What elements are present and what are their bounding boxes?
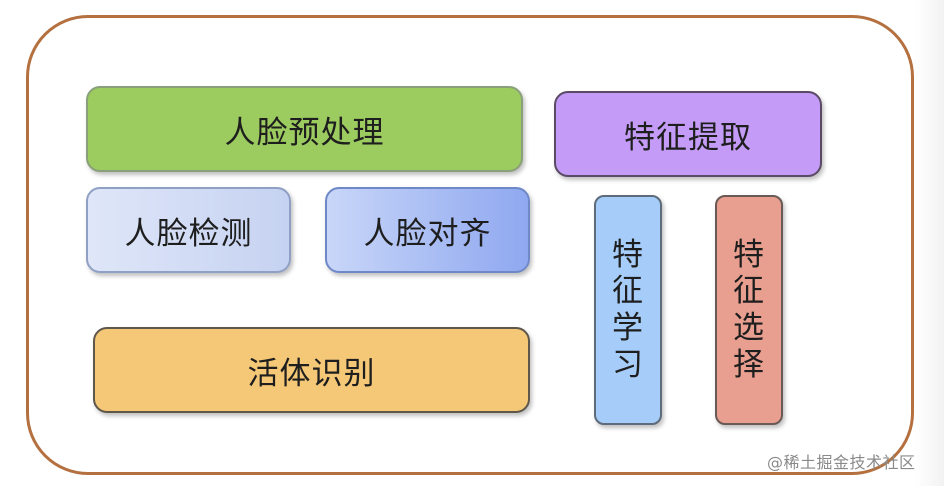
feature-extraction-box: 特征提取 xyxy=(554,91,822,177)
feature-learning-box: 特 征 学 习 xyxy=(594,195,662,425)
face-alignment-label: 人脸对齐 xyxy=(363,215,492,252)
feature-learning-char: 学 xyxy=(612,310,644,346)
feature-selection-char: 特 xyxy=(733,236,765,273)
face-preprocessing-label: 人脸预处理 xyxy=(224,114,385,151)
liveness-detection-label: 活体识别 xyxy=(247,355,376,392)
page-edge-shade xyxy=(915,0,944,486)
face-detection-label: 人脸检测 xyxy=(124,215,253,252)
face-preprocessing-box: 人脸预处理 xyxy=(86,86,523,172)
feature-learning-char: 征 xyxy=(612,273,644,310)
feature-learning-char: 习 xyxy=(612,346,644,383)
feature-selection-char: 选 xyxy=(733,310,765,346)
feature-selection-box: 特 征 选 择 xyxy=(715,195,783,425)
feature-learning-char: 特 xyxy=(612,236,644,273)
face-detection-box: 人脸检测 xyxy=(86,187,291,273)
watermark: @稀土掘金技术社区 xyxy=(767,453,916,472)
feature-extraction-label: 特征提取 xyxy=(624,119,752,156)
feature-selection-char: 择 xyxy=(733,346,765,383)
feature-selection-char: 征 xyxy=(733,273,765,310)
face-alignment-box: 人脸对齐 xyxy=(325,187,530,273)
liveness-detection-box: 活体识别 xyxy=(93,327,530,413)
